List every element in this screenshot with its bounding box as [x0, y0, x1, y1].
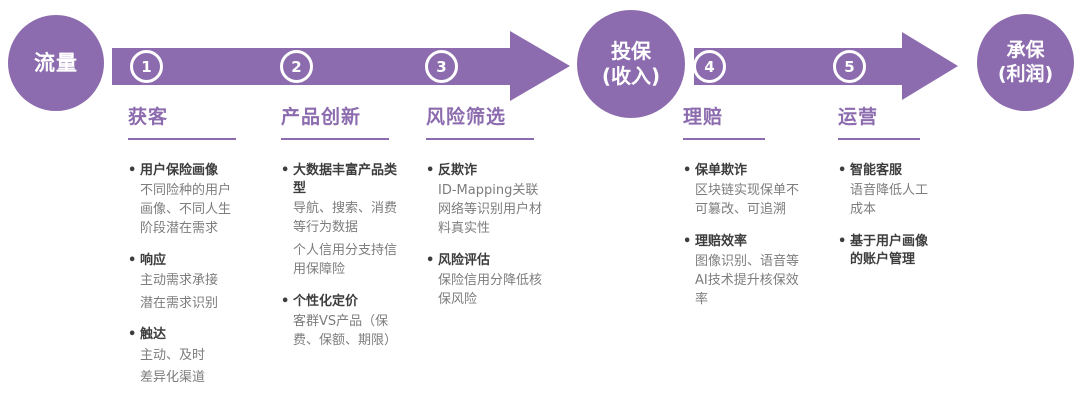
column-product-innovation: 产品创新 • 大数据丰富产品类型 导航、搜索、消费等行为数据 个人信用分支持信用… [281, 106, 399, 363]
title-underline [128, 137, 236, 140]
list-item: • 个性化定价 客群VS产品（保费、保额、期限） [281, 293, 399, 351]
premium-income-node: 投保 (收入) [577, 10, 685, 118]
item-title: 基于用户画像的账户管理 [850, 233, 929, 267]
bullet-icon: • [128, 252, 137, 268]
item-description: 导航、搜索、消费等行为数据 [293, 201, 398, 236]
item-list: • 反欺诈 ID-Mapping关联网络等识别用户材料真实性 • 风险评估 保险… [426, 162, 548, 310]
item-title: 理赔效率 [695, 233, 748, 249]
bullet-icon: • [838, 233, 847, 249]
item-title: 个性化定价 [293, 293, 359, 309]
item-description: 语音降低人工成本 [850, 182, 929, 217]
item-title: 反欺诈 [438, 162, 478, 178]
item-title: 大数据丰富产品类型 [293, 162, 398, 196]
column-title: 理赔 [683, 106, 724, 128]
step-5-badge: 5 [833, 50, 866, 83]
item-description: 潜在需求识别 [140, 295, 219, 311]
bullet-icon: • [426, 162, 435, 178]
title-underline [426, 137, 534, 140]
item-title: 响应 [140, 252, 167, 268]
flow-arrow-1-head [510, 31, 570, 101]
item-title: 风险评估 [438, 252, 491, 268]
bullet-icon: • [281, 293, 290, 309]
item-list: • 保单欺诈 区块链实现保单不可篡改、可追溯 • 理赔效率 图像识别、语音等AI… [683, 162, 803, 310]
item-description: 差异化渠道 [140, 370, 206, 386]
item-description: 主动、及时 [140, 347, 206, 363]
flow-arrow-2-body [694, 48, 902, 85]
column-title: 运营 [838, 106, 879, 128]
item-title: 智能客服 [850, 162, 903, 178]
list-item: • 用户保险画像 不同险种的用户画像、不同人生阶段潜在需求 [128, 162, 240, 239]
flow-arrow-2-head [902, 32, 958, 100]
column-operations: 运营 • 智能客服 语音降低人工成本 • 基于用户画像的账户管理 [838, 106, 938, 282]
item-list: • 智能客服 语音降低人工成本 • 基于用户画像的账户管理 [838, 162, 938, 269]
list-item: • 基于用户画像的账户管理 [838, 233, 938, 269]
list-item: • 响应 主动需求承接 潜在需求识别 [128, 252, 240, 314]
title-underline [281, 137, 389, 140]
column-claims: 理赔 • 保单欺诈 区块链实现保单不可篡改、可追溯 • 理赔效率 图像识别、语音… [683, 106, 803, 322]
list-item: • 智能客服 语音降低人工成本 [838, 162, 938, 220]
premium-node-line2: (收入) [601, 64, 661, 88]
traffic-node-label: 流量 [34, 50, 78, 75]
underwriting-node-line2: (利润) [997, 62, 1054, 85]
item-description: 主动需求承接 [140, 272, 219, 288]
bullet-icon: • [838, 162, 847, 178]
step-4-badge: 4 [693, 50, 726, 83]
title-underline [838, 137, 920, 140]
bullet-icon: • [426, 252, 435, 268]
item-title: 触达 [140, 327, 167, 343]
item-description: 个人信用分支持信用保障险 [293, 242, 398, 277]
premium-node-line1: 投保 [611, 39, 651, 63]
step-3-badge: 3 [425, 50, 458, 83]
traffic-node: 流量 [8, 15, 104, 111]
item-description: 不同险种的用户画像、不同人生阶段潜在需求 [140, 182, 232, 236]
column-title: 获客 [128, 106, 169, 128]
item-list: • 大数据丰富产品类型 导航、搜索、消费等行为数据 个人信用分支持信用保障险 •… [281, 162, 399, 351]
list-item: • 反欺诈 ID-Mapping关联网络等识别用户材料真实性 [426, 162, 548, 239]
item-description: 区块链实现保单不可篡改、可追溯 [695, 182, 800, 217]
item-list: • 用户保险画像 不同险种的用户画像、不同人生阶段潜在需求 • 响应 主动需求承… [128, 162, 240, 388]
step-1-badge: 1 [130, 50, 163, 83]
underwriting-node-line1: 承保 [1006, 38, 1045, 61]
item-description: 图像识别、语音等AI技术提升核保效率 [695, 253, 800, 307]
list-item: • 理赔效率 图像识别、语音等AI技术提升核保效率 [683, 233, 803, 310]
list-item: • 触达 主动、及时 差异化渠道 [128, 326, 240, 388]
bullet-icon: • [683, 233, 692, 249]
bullet-icon: • [683, 162, 692, 178]
item-title: 用户保险画像 [140, 162, 219, 178]
item-description: 保险信用分降低核保风险 [438, 272, 543, 307]
column-title: 风险筛选 [426, 106, 507, 128]
bullet-icon: • [128, 162, 137, 178]
column-acquisition: 获客 • 用户保险画像 不同险种的用户画像、不同人生阶段潜在需求 • 响应 主动… [128, 106, 240, 401]
underwriting-profit-node: 承保 (利润) [977, 14, 1074, 111]
list-item: • 大数据丰富产品类型 导航、搜索、消费等行为数据 个人信用分支持信用保障险 [281, 162, 399, 280]
step-2-badge: 2 [280, 50, 313, 83]
bullet-icon: • [281, 162, 290, 178]
title-underline [683, 137, 765, 140]
bullet-icon: • [128, 327, 137, 343]
column-risk-screening: 风险筛选 • 反欺诈 ID-Mapping关联网络等识别用户材料真实性 • 风险… [426, 106, 548, 322]
list-item: • 风险评估 保险信用分降低核保风险 [426, 252, 548, 310]
item-description: 客群VS产品（保费、保额、期限） [293, 313, 398, 348]
column-title: 产品创新 [281, 106, 362, 128]
list-item: • 保单欺诈 区块链实现保单不可篡改、可追溯 [683, 162, 803, 220]
item-description: ID-Mapping关联网络等识别用户材料真实性 [438, 182, 543, 236]
item-title: 保单欺诈 [695, 162, 748, 178]
